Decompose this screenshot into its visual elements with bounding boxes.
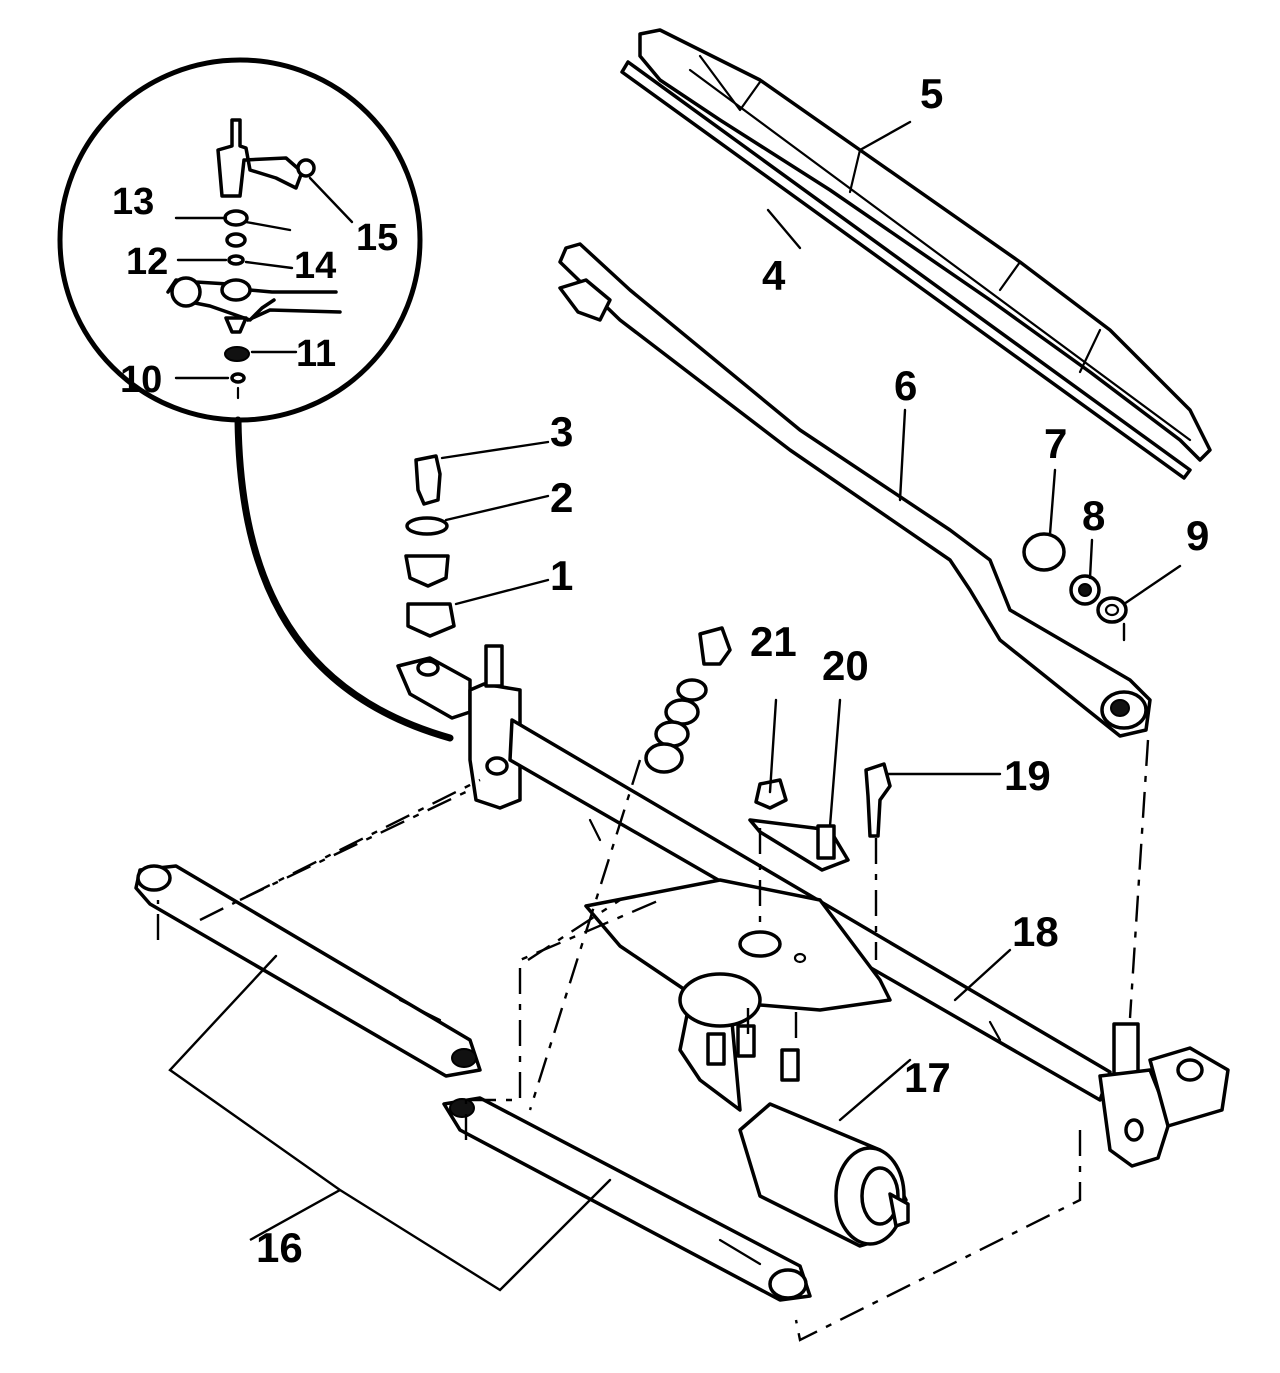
- callout-15: 15: [356, 217, 398, 259]
- right-pivot: [1098, 1022, 1230, 1168]
- left-pivot: [396, 454, 522, 810]
- callout-18: 18: [1012, 908, 1059, 955]
- callout-11: 11: [296, 333, 336, 375]
- callout-19: 19: [1004, 752, 1051, 799]
- callout-9: 9: [1186, 512, 1209, 559]
- leader-lines: [168, 120, 1182, 1292]
- wiper-motor: [678, 972, 910, 1248]
- detail-inset: [57, 57, 454, 742]
- alignment-lines: [156, 739, 1150, 1342]
- callout-7: 7: [1044, 420, 1067, 467]
- callout-16: 16: [256, 1224, 303, 1271]
- callout-21: 21: [750, 618, 797, 665]
- drive-links: [134, 864, 812, 1302]
- callout-4: 4: [762, 252, 786, 299]
- callout-12: 12: [126, 241, 168, 283]
- arm-hardware: [1022, 532, 1128, 624]
- callout-6: 6: [894, 362, 917, 409]
- motor-bracket: [584, 818, 892, 1012]
- wiper-blade: [620, 28, 1212, 480]
- callout-1: 1: [550, 552, 573, 599]
- callout-2: 2: [550, 474, 573, 521]
- callout-20: 20: [822, 642, 869, 689]
- bracket-hardware: [644, 626, 892, 838]
- callout-3: 3: [550, 408, 573, 455]
- callout-labels: 1 2 3 4 5 6 7 8 9 10 11 12 13 14 15 16 1…: [112, 70, 1209, 1271]
- callout-13: 13: [112, 181, 154, 223]
- callout-8: 8: [1082, 492, 1105, 539]
- callout-17: 17: [904, 1054, 951, 1101]
- callout-5: 5: [920, 70, 943, 117]
- callout-14: 14: [294, 245, 336, 287]
- callout-10: 10: [120, 359, 162, 401]
- wiper-arm: [558, 242, 1152, 738]
